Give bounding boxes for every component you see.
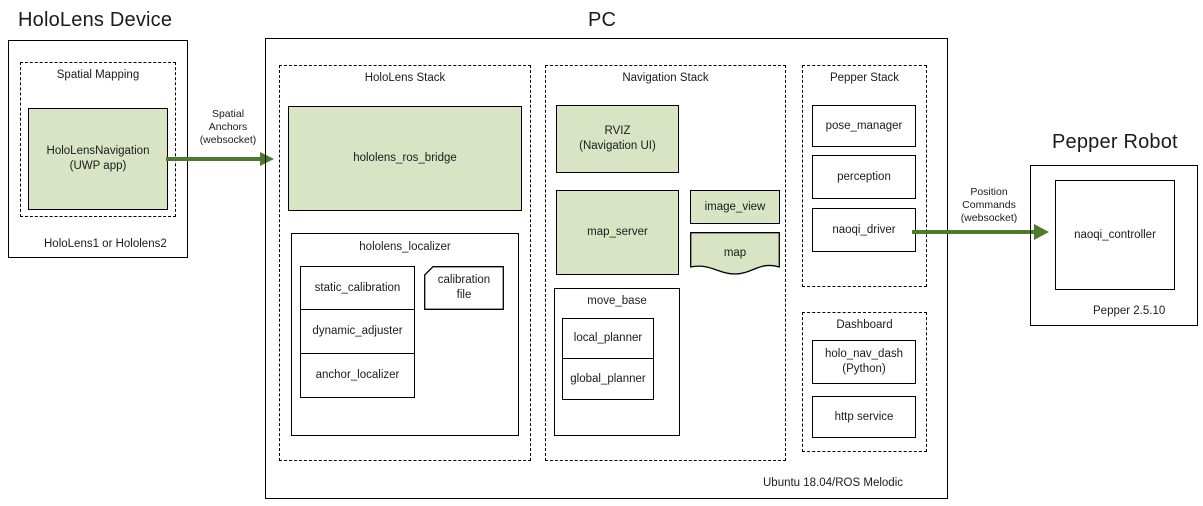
map-server-node[interactable]: map_server [556,190,679,275]
pepper-robot-title: Pepper Robot [1052,131,1178,153]
spatial-anchors-link-label: Spatial Anchors (websocket) [199,108,257,146]
move-base-caption: move_base [587,295,647,307]
hololens-ros-bridge-node[interactable]: hololens_ros_bridge [288,106,522,211]
hololens-device-title: HoloLens Device [18,9,173,31]
static-calibration-node[interactable]: static_calibration [300,266,415,310]
calibration-file-node[interactable]: calibration file [424,266,504,310]
move-base-group: move_base [554,288,680,436]
perception-node[interactable]: perception [812,155,916,199]
hololens-device-footer: HoloLens1 or Hololens2 [44,238,167,250]
image-view-node[interactable]: image_view [690,190,780,224]
pepper-stack-group: Pepper Stack [802,65,927,287]
position-commands-link-label: Position Commands (websocket) [960,186,1018,224]
arrow-pc-to-robot [912,224,1049,240]
hololens-device-container [8,40,188,258]
calibration-file-label: calibration file [437,274,491,301]
pc-footer: Ubuntu 18.04/ROS Melodic [763,477,903,489]
global-planner-node[interactable]: global_planner [562,359,654,400]
pc-container [265,38,948,499]
map-label: map [723,247,747,259]
hololens-stack-caption: HoloLens Stack [364,72,446,84]
naoqi-controller-node[interactable]: naoqi_controller [1055,180,1175,290]
pepper-stack-caption: Pepper Stack [829,72,900,84]
map-node[interactable]: map [690,232,780,275]
hololens-localizer-group: hololens_localizer [291,233,519,436]
spatial-mapping-group: Spatial Mapping [20,62,176,217]
pc-title: PC [588,9,617,31]
hololens-navigation-node[interactable]: HoloLensNavigation (UWP app) [28,108,168,210]
navigation-stack-caption: Navigation Stack [622,72,709,84]
navigation-stack-group: Navigation Stack [545,65,786,461]
hololens-localizer-caption: hololens_localizer [359,241,451,253]
pepper-robot-container [1030,165,1198,326]
dynamic-adjuster-node[interactable]: dynamic_adjuster [300,310,415,354]
local-planner-node[interactable]: local_planner [562,318,654,359]
dashboard-group: Dashboard [802,312,927,452]
hololens-stack-group: HoloLens Stack [279,65,531,461]
arrow-device-to-pc [166,152,274,166]
dashboard-caption: Dashboard [836,319,893,331]
naoqi-driver-node[interactable]: naoqi_driver [812,208,916,252]
rviz-node[interactable]: RVIZ (Navigation UI) [556,105,679,173]
pepper-robot-footer: Pepper 2.5.10 [1093,305,1166,317]
spatial-mapping-caption: Spatial Mapping [56,69,140,81]
anchor-localizer-node[interactable]: anchor_localizer [300,354,415,398]
holo-nav-dash-node[interactable]: holo_nav_dash (Python) [812,340,916,384]
pose-manager-node[interactable]: pose_manager [812,105,916,147]
http-service-node[interactable]: http service [812,396,916,438]
